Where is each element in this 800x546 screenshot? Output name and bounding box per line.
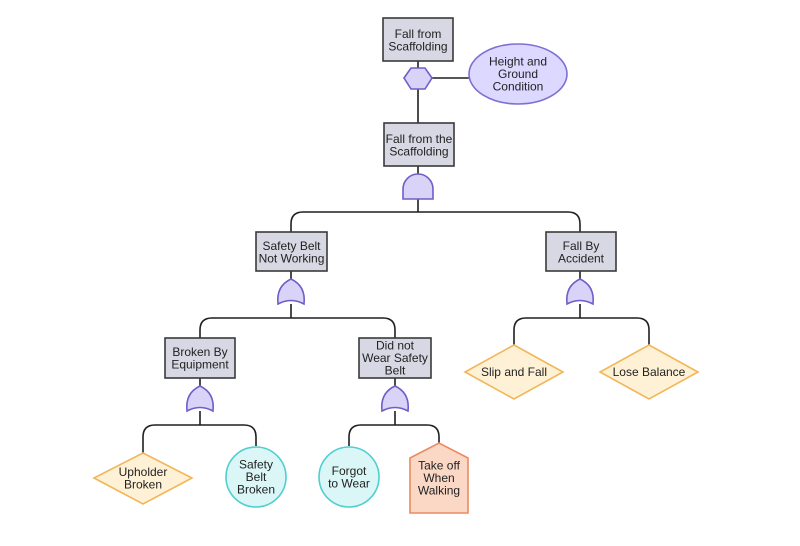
undeveloped-event-slip-and-fall: Slip and Fall [463, 344, 565, 400]
undeveloped-diamond [598, 344, 700, 400]
label-line: Belt [246, 470, 267, 484]
connector-lines [142, 61, 650, 453]
or-gate-did-not-wear [380, 385, 410, 413]
connector-accident-or-branches [513, 304, 650, 345]
event-box [545, 231, 617, 272]
label-line: Forgot [332, 464, 367, 478]
basic-event-circle [225, 446, 287, 508]
label-line: Broken [124, 477, 162, 491]
label-line: Lose Balance [613, 365, 686, 379]
event-box [383, 122, 455, 167]
event-box [164, 337, 236, 379]
label-line: to Wear [328, 476, 370, 490]
label-line: Fall from [395, 27, 442, 41]
or-gate-broken-by-equipment [185, 385, 215, 413]
undeveloped-diamond [92, 452, 194, 505]
label-line: Safety [239, 458, 273, 472]
label-line: Wear Safety [362, 351, 428, 365]
label-line: Accident [558, 251, 605, 265]
label-line: Fall By [563, 239, 600, 253]
event-box [382, 17, 454, 62]
connector-equipment-or-branches [142, 411, 257, 453]
label-line: Slip and Fall [481, 365, 547, 379]
label-line: Take off [418, 459, 460, 473]
label-line: Scaffolding [389, 144, 448, 158]
or-gate-icon [380, 385, 410, 413]
or-gate-icon [276, 278, 306, 306]
connector-wear-or-branches [348, 411, 440, 446]
label-line: Walking [418, 484, 460, 498]
or-gate-icon [565, 278, 595, 306]
or-gate-fall-by-accident [565, 278, 595, 306]
label-line: Safety Belt [262, 239, 321, 253]
label-line: Did not [376, 339, 415, 353]
label-line: Scaffolding [388, 39, 447, 53]
inhibit-gate-icon [403, 67, 433, 90]
event-box [255, 231, 328, 272]
basic-event-circle [318, 446, 380, 508]
event-box [358, 337, 432, 379]
label-line: Fall from the [386, 132, 453, 146]
label-line: When [423, 471, 454, 485]
undeveloped-event-lose-balance: Lose Balance [598, 344, 700, 400]
house-event-shape [409, 442, 469, 514]
label-line: Equipment [171, 357, 229, 371]
label-line: Not Working [259, 251, 325, 265]
inhibit-gate [403, 67, 433, 90]
or-gate-icon [185, 385, 215, 413]
label-line: Height and [489, 55, 547, 69]
event-label: Lose Balance [613, 365, 686, 379]
label-line: Belt [385, 364, 406, 378]
connector-and-gate-branches [290, 199, 581, 232]
connector-belt-or-branches [199, 304, 396, 338]
and-gate [402, 173, 434, 200]
label-line: Ground [498, 67, 538, 81]
condition-ellipse [468, 43, 568, 105]
event-label: Slip and Fall [481, 365, 547, 379]
label-line: Upholder [119, 465, 168, 479]
and-gate-icon [402, 173, 434, 200]
undeveloped-diamond [463, 344, 565, 400]
label-line: Condition [493, 80, 544, 94]
label-line: Broken [237, 483, 275, 497]
label-line: Broken By [172, 345, 227, 359]
or-gate-safety-belt [276, 278, 306, 306]
